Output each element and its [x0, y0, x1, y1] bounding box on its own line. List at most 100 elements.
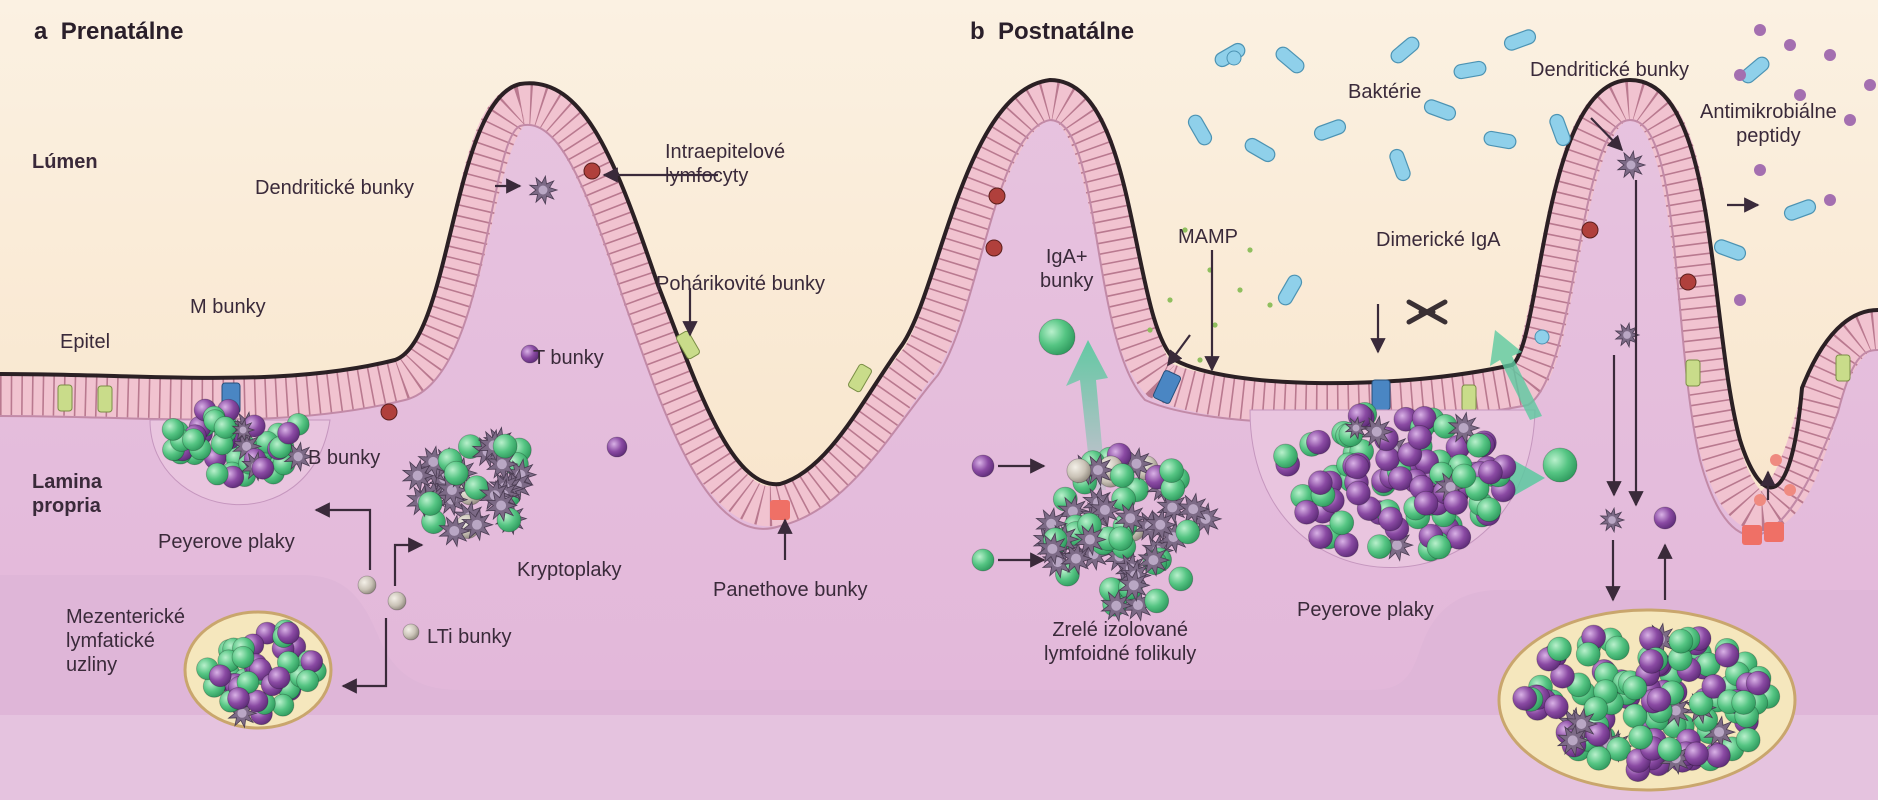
peyerove-plaky-b-label: Peyerove plaky	[1297, 599, 1434, 621]
dendritic-nucleus	[1458, 423, 1469, 434]
t-cell	[1745, 670, 1771, 696]
mamp-particle	[1247, 247, 1253, 253]
panel-b-title: b Postnatálne	[970, 18, 1134, 47]
basal-line	[0, 118, 1878, 537]
mamp-particle	[1237, 287, 1243, 293]
dendritic-nucleus	[1352, 424, 1360, 432]
mezentericke-uzliny-label: Mezenterické lymfatické uzliny	[66, 606, 185, 676]
bacterium	[1390, 36, 1420, 64]
panel-a-letter: a	[34, 18, 48, 45]
t-cell	[1307, 470, 1333, 496]
b-cell	[1604, 635, 1630, 661]
bacterium	[1389, 148, 1411, 182]
antimicrobial-peptide	[1784, 39, 1796, 51]
t-cell	[251, 456, 275, 480]
t-cell	[1646, 687, 1672, 712]
mamp-particle	[1147, 327, 1153, 333]
t-cell	[1543, 694, 1569, 720]
dendritic-cell	[1447, 411, 1481, 445]
antimicrobial-peptide	[1734, 294, 1746, 306]
b-cell	[1109, 463, 1135, 488]
dendritic-nucleus	[1188, 504, 1199, 515]
lti-cell	[357, 575, 377, 595]
dendritic-nucleus	[1067, 506, 1078, 517]
iga-plus-bunky-label: IgA+ bunky	[1040, 246, 1094, 292]
bacterium	[1187, 114, 1213, 146]
dendritic-cell	[1137, 543, 1171, 577]
t-cell	[520, 344, 540, 364]
dendritic-nucleus	[1047, 543, 1058, 554]
dendritic-cell	[283, 441, 314, 473]
antimicrobial-peptide	[1844, 114, 1856, 126]
b-cell	[443, 460, 469, 486]
mamp-particle	[1267, 302, 1273, 308]
dendritic-nucleus	[1148, 555, 1159, 566]
b-cell	[1329, 510, 1355, 536]
dendritic-cell	[401, 458, 435, 493]
b-cell	[417, 491, 443, 516]
b-cell	[971, 548, 995, 572]
bacterium	[1483, 130, 1517, 150]
dendritic-nucleus	[1133, 600, 1144, 611]
dendritic-nucleus	[1626, 160, 1636, 170]
bacterium	[1534, 329, 1550, 345]
t-cell	[1684, 741, 1709, 767]
dendritic-nucleus	[1714, 727, 1725, 738]
bacterium	[1275, 46, 1305, 74]
dendritic-nucleus	[1099, 504, 1110, 515]
t-cell	[1446, 524, 1472, 550]
dendritic-cell	[1360, 415, 1394, 449]
t-cell	[1512, 685, 1538, 711]
b-cell	[231, 645, 255, 669]
t-cell	[267, 666, 291, 690]
t-bunky-label: T bunky	[533, 347, 604, 369]
t-cell	[1653, 506, 1677, 530]
epitel-label: Epitel	[60, 331, 111, 353]
t-cell	[1478, 459, 1503, 485]
arrows-layer	[314, 117, 1776, 694]
dendritic-cell	[1114, 501, 1148, 535]
goblet-cells	[57, 330, 1851, 413]
bakterie-label: Baktérie	[1348, 81, 1422, 103]
t-cell	[1443, 490, 1469, 516]
dendritic-cell	[1073, 522, 1107, 557]
dendritic-cell	[1703, 715, 1736, 749]
b-cell	[1547, 636, 1572, 662]
dendritic-nucleus	[1131, 458, 1142, 469]
b-cell	[1175, 519, 1201, 545]
t-cell	[971, 454, 995, 478]
dendritic-cell	[1599, 506, 1626, 534]
dendritic-nucleus	[1167, 502, 1178, 513]
dendritic-nucleus	[449, 525, 460, 536]
b-cell	[1038, 318, 1076, 356]
mamp-particle	[1197, 357, 1203, 363]
dendritic-nucleus	[1392, 540, 1403, 551]
dendritic-cell	[1659, 693, 1693, 728]
panel-a-heading: Prenatálne	[60, 18, 184, 45]
b-cell	[1735, 727, 1761, 753]
arrow-to-mesenteric-node	[341, 618, 388, 694]
dendritic-nucleus	[239, 426, 247, 434]
dendriticke-bunky-b-label: Dendritické bunky	[1530, 59, 1689, 81]
b-cell	[1451, 463, 1477, 489]
arrow-to-peyer-patch	[314, 502, 372, 570]
b-cell	[1367, 534, 1392, 560]
dimericke-iga-label: Dimerické IgA	[1376, 229, 1501, 251]
b-cell	[1668, 628, 1694, 654]
dendritic-nucleus	[293, 452, 303, 462]
b-cell	[1466, 432, 1492, 458]
b-cell	[1273, 443, 1298, 469]
t-cell	[1705, 743, 1731, 768]
t-cell	[1638, 626, 1664, 652]
dendritic-nucleus	[446, 485, 457, 496]
b-cell	[1622, 675, 1648, 701]
b-cell	[1628, 724, 1654, 750]
dendritic-cell	[1177, 492, 1211, 526]
bacterium	[1453, 60, 1487, 80]
t-cell	[1585, 721, 1611, 747]
antimicrobial-peptide	[1784, 484, 1796, 496]
b-cell	[1168, 566, 1194, 592]
mamp-particle	[1167, 297, 1173, 303]
dendritic-cell	[485, 488, 519, 523]
b-cell	[1426, 534, 1452, 560]
